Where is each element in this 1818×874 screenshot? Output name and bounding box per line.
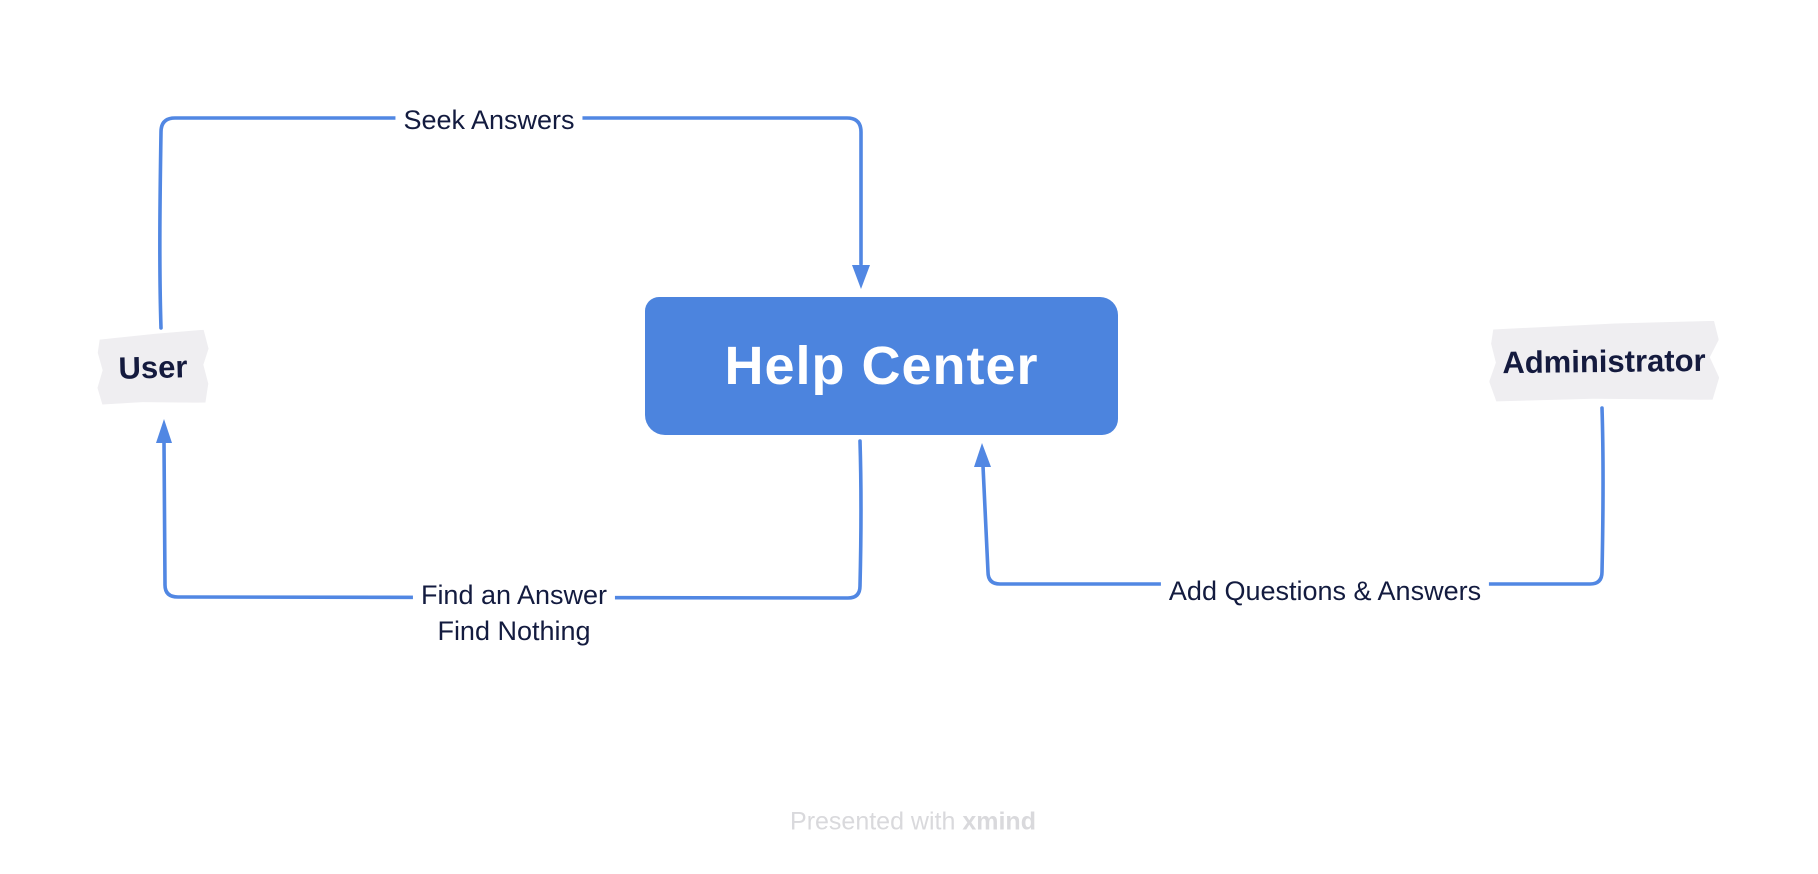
arrowhead-up-center-icon — [974, 443, 991, 467]
watermark-prefix: Presented with — [790, 807, 963, 836]
administrator-node[interactable]: Administrator — [1489, 321, 1720, 402]
watermark-brand: xmind — [962, 807, 1036, 836]
edge-label-add-questions[interactable]: Add Questions & Answers — [1160, 573, 1490, 609]
edge-label-find-line2: Find Nothing — [437, 616, 591, 646]
edge-label-find-answer[interactable]: Find an Answer Find Nothing — [412, 577, 616, 649]
edge-label-find-line1: Find an Answer — [420, 580, 608, 610]
help-center-node[interactable]: Help Center — [645, 297, 1118, 435]
edge-find-answer-line[interactable] — [162, 439, 863, 600]
help-center-label: Help Center — [724, 336, 1039, 396]
administrator-label: Administrator — [1502, 342, 1706, 380]
edge-add-questions-line[interactable] — [981, 406, 1605, 586]
edge-label-seek-answers[interactable]: Seek Answers — [395, 102, 583, 138]
edge-seek-answers-line[interactable] — [158, 116, 863, 330]
user-label: User — [118, 348, 188, 386]
arrowhead-down-icon — [852, 265, 870, 289]
watermark: Presented with xmind — [790, 808, 1036, 837]
arrowhead-up-left-icon — [156, 419, 172, 443]
user-node[interactable]: User — [96, 330, 210, 406]
